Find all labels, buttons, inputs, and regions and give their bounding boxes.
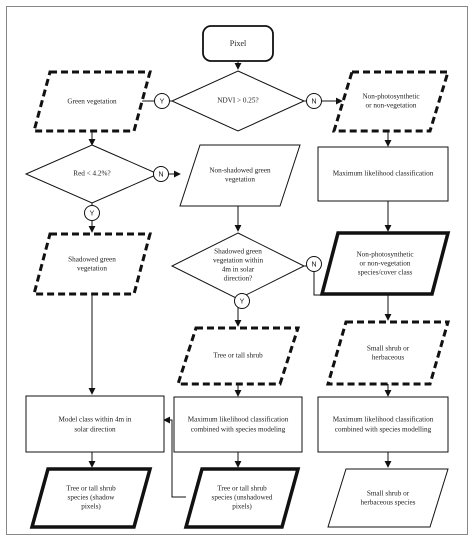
shadowed-decision-line-3: 4m in solar	[222, 266, 255, 274]
output-tree-shadow-line-3: pixels)	[81, 503, 101, 511]
no-connector-red: N	[153, 166, 169, 182]
mlc-top-box: Maximum likelihood classification	[317, 146, 449, 202]
non-photo-species-line-3: species/cover class	[358, 269, 413, 277]
ndvi-decision: NDVI > 0.25?	[170, 70, 306, 132]
tree-tall-shrub-label: Tree or tall shrub	[213, 352, 263, 360]
green-vegetation-label: Green vegetation	[67, 98, 117, 106]
output-tree-unshadowed-line-1: Tree or tall shrub	[217, 485, 267, 493]
start-label: Pixel	[230, 39, 247, 48]
small-shrub-line-1: Small shrub or	[367, 345, 410, 353]
small-shrub-line-2: herbaceous	[372, 354, 405, 362]
yes-connector-ndvi: Y	[154, 93, 170, 109]
mlc-species-right-line-1: Maximum likelihood classification	[333, 416, 434, 424]
non-photo-species-node: Non-photosynthetic or non-vegetation spe…	[319, 231, 451, 296]
mlc-species-mid-line-1: Maximum likelihood classification	[188, 416, 289, 424]
shadowed-green-node: Shadowed green vegetation	[32, 232, 152, 296]
non-shadowed-line-2: vegetation	[225, 176, 255, 184]
non-photosynthetic-line-1: Non-photosynthetic	[362, 93, 419, 101]
yes-connector-shadowed: Y	[234, 293, 250, 309]
no-label: N	[311, 261, 316, 268]
non-shadowed-node: Non-shadowed green vegetation	[179, 144, 301, 207]
mlc-species-right-line-2: combined with species modelling	[335, 426, 432, 434]
red-decision: Red < 4.2%?	[24, 144, 160, 204]
mlc-species-right-box: Maximum likelihood classification combin…	[317, 396, 449, 453]
tree-tall-shrub-node: Tree or tall shrub	[175, 326, 301, 386]
mlc-species-mid-line-2: combined with species modeling	[191, 426, 286, 434]
output-tree-shadow-node: Tree or tall shrub species (shadow pixel…	[29, 467, 153, 529]
mlc-top-label: Maximum likelihood classification	[333, 170, 434, 178]
no-connector-ndvi: N	[306, 93, 322, 109]
start-box: Pixel	[202, 25, 274, 62]
output-small-shrub-line-2: herbaceous species	[361, 499, 416, 507]
model-class-line-2: solar direction	[74, 426, 116, 434]
shadowed-decision-line-4: direction?	[224, 275, 253, 283]
non-photo-species-line-2: or non-vegetation	[360, 260, 411, 268]
non-photosynthetic-line-2: or non-vegetation	[366, 102, 417, 110]
no-connector-shadowed: N	[306, 256, 322, 272]
yes-label: Y	[90, 210, 95, 217]
output-small-shrub-line-1: Small shrub or	[367, 490, 410, 498]
red-decision-label: Red < 4.2%?	[73, 170, 110, 178]
arrow-feedback-to-model	[163, 416, 186, 498]
ndvi-decision-label: NDVI > 0.25?	[217, 97, 258, 105]
model-class-box: Model class within 4m in solar direction	[25, 395, 165, 453]
shadowed-green-line-2: vegetation	[77, 265, 107, 273]
shadowed-decision-line-1: Shadowed green	[214, 248, 262, 256]
yes-label: Y	[240, 298, 245, 305]
output-tree-unshadowed-line-2: species (unshadowed	[212, 494, 273, 502]
mlc-species-mid-box: Maximum likelihood classification combin…	[173, 396, 303, 453]
output-tree-shadow-line-1: Tree or tall shrub	[66, 485, 116, 493]
non-photosynthetic-node: Non-photosynthetic or non-vegetation	[331, 70, 451, 133]
output-tree-unshadowed-line-3: pixels)	[232, 503, 252, 511]
output-small-shrub-node: Small shrub or herbaceous species	[327, 468, 449, 528]
shadowed-tall-decision: Shadowed green vegetation within 4m in s…	[170, 232, 306, 300]
yes-label: Y	[160, 98, 165, 105]
output-tree-unshadowed-node: Tree or tall shrub species (unshadowed p…	[183, 467, 301, 529]
no-label: N	[158, 171, 163, 178]
non-shadowed-line-1: Non-shadowed green	[209, 167, 271, 175]
model-class-line-1: Model class within 4m in	[58, 416, 131, 424]
non-photo-species-line-1: Non-photosynthetic	[356, 251, 413, 259]
shadowed-green-line-1: Shadowed green	[68, 256, 116, 264]
small-shrub-node: Small shrub or herbaceous	[326, 320, 450, 386]
output-tree-shadow-line-2: species (shadow	[68, 494, 116, 502]
no-label: N	[311, 98, 316, 105]
yes-connector-red: Y	[84, 205, 100, 221]
green-vegetation-node: Green vegetation	[32, 70, 152, 133]
shadowed-decision-line-2: vegetation within	[213, 257, 264, 265]
